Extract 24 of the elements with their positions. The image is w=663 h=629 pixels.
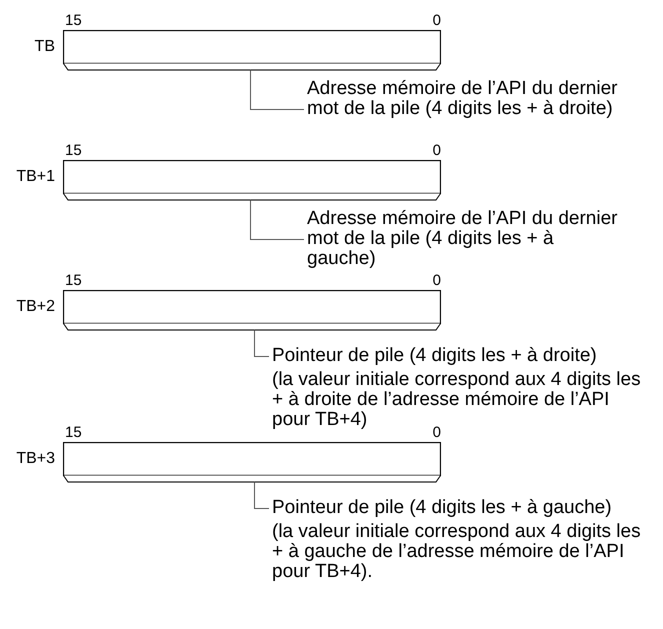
bit-number: 0 — [432, 142, 441, 159]
register-box — [63, 442, 441, 483]
callout-text: Adresse mémoire de l’API du dernier mot de la pile (4 digits les + à gauche) — [307, 209, 618, 269]
leader-line — [254, 330, 270, 357]
callout-text: Pointeur de pile (4 digits les + à droite) — [272, 346, 598, 366]
callout-text: Adresse mémoire de l’API du dernier mot de la pile (4 digits les + à droite) — [307, 79, 618, 119]
register-box — [63, 290, 441, 331]
bit-number: 15 — [65, 142, 82, 159]
register-box — [63, 30, 441, 71]
register-name: TB+2 — [16, 297, 55, 317]
leader-line — [250, 70, 304, 110]
bit-number: 15 — [65, 424, 82, 441]
register-name: TB+1 — [16, 167, 55, 187]
register-name: TB — [34, 37, 55, 57]
register-box — [63, 160, 441, 201]
register-name: TB+3 — [16, 449, 55, 469]
bit-number: 15 — [65, 272, 82, 289]
bit-number: 0 — [432, 12, 441, 29]
bit-number: 15 — [65, 12, 82, 29]
leader-line — [254, 482, 270, 509]
bit-number: 0 — [432, 272, 441, 289]
leader-line — [250, 200, 304, 240]
callout-text: Pointeur de pile (4 digits les + à gauche) — [272, 498, 613, 518]
note-text: (la valeur initiale correspond aux 4 digits les + à gauche de l’adresse mémoire de l’API pour TB+4). — [272, 522, 642, 582]
